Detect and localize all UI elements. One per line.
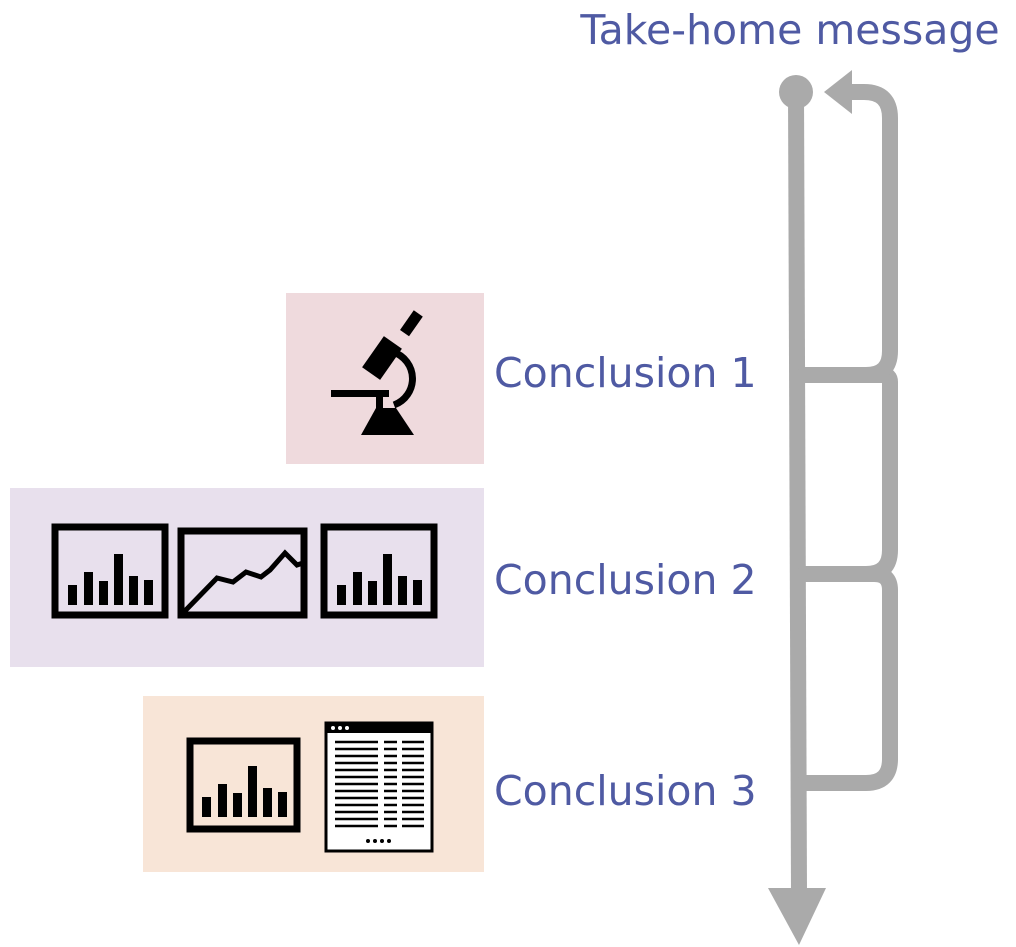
- microscope-icon: [331, 310, 423, 435]
- conclusion-1-label: Conclusion 1: [494, 349, 757, 397]
- table-window-icon: [324, 721, 434, 853]
- title: Take-home message: [579, 6, 999, 54]
- bar-chart-icon: [320, 523, 438, 619]
- conclusion-3-label: Conclusion 3: [494, 767, 757, 815]
- panel-1: [286, 293, 484, 464]
- main-timeline-arrow: [768, 75, 826, 945]
- line-chart-icon: [177, 527, 308, 619]
- panel-2: [10, 488, 484, 667]
- feedback-arrowhead: [824, 70, 852, 114]
- bar-chart-icon: [186, 737, 301, 833]
- conclusion-2-label: Conclusion 2: [494, 556, 757, 604]
- bar-chart-icon: [51, 523, 169, 619]
- feedback-bracket-arrows: [796, 84, 898, 791]
